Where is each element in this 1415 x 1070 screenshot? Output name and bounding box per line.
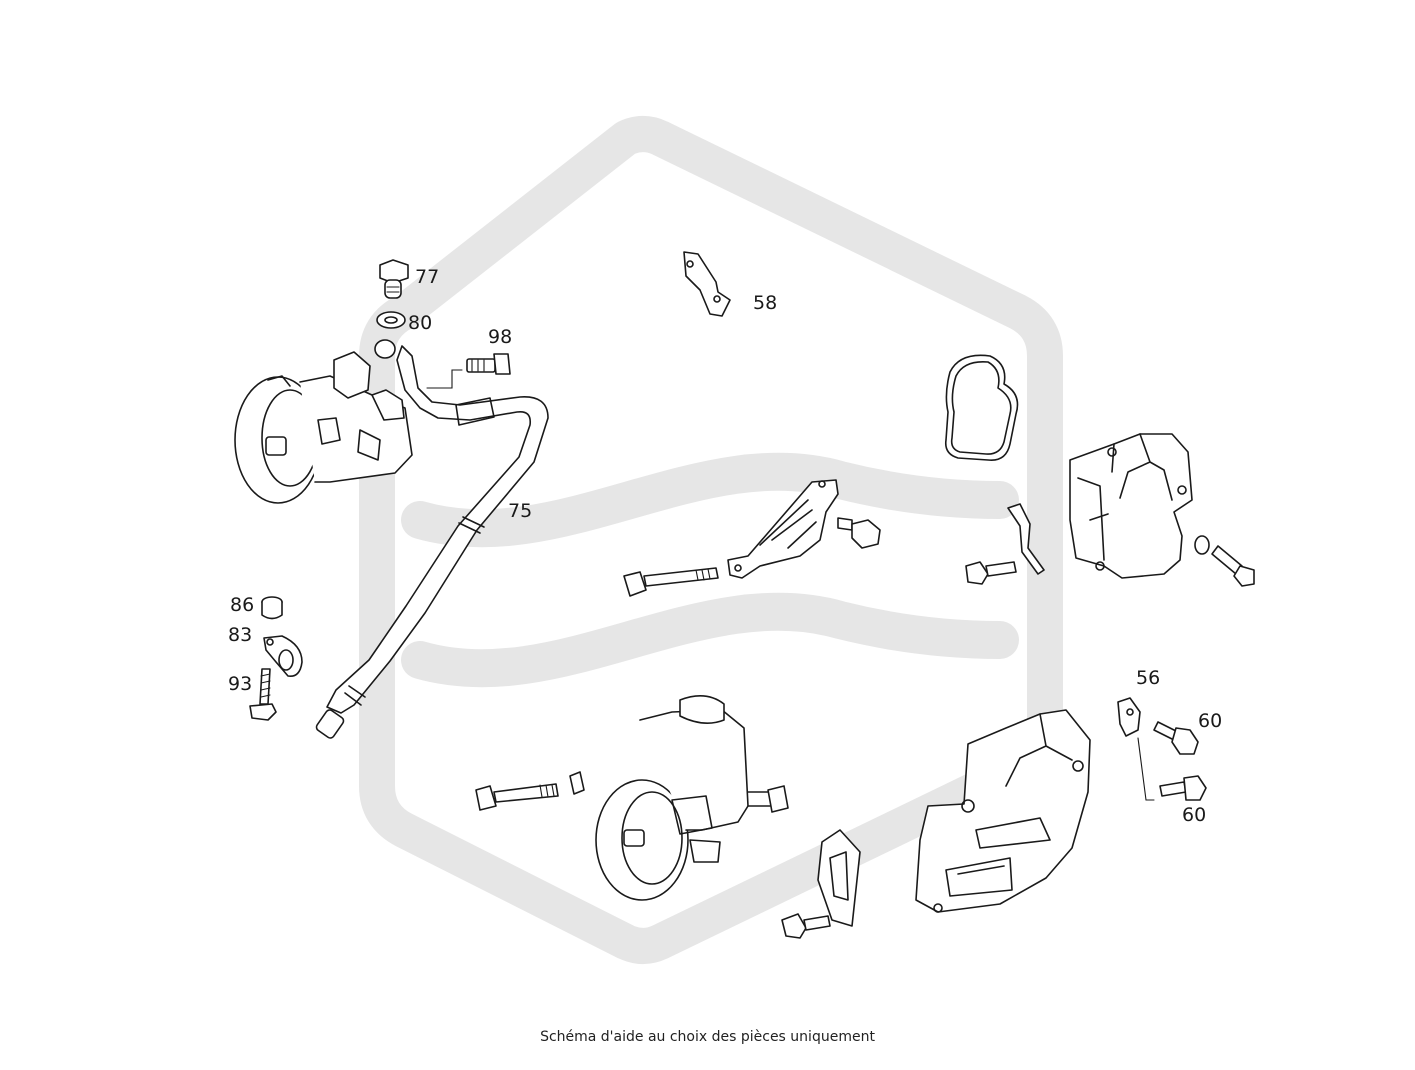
bolt-lower-center[interactable] bbox=[781, 913, 831, 939]
bolt-right-small[interactable] bbox=[965, 561, 1017, 585]
spacer-86[interactable] bbox=[261, 596, 283, 620]
bolt-right-long[interactable] bbox=[1194, 535, 1255, 587]
banjo-bolt-77[interactable] bbox=[379, 259, 409, 299]
nut-center[interactable] bbox=[837, 517, 881, 549]
callout-58: 58 bbox=[753, 292, 777, 314]
callout-86: 86 bbox=[230, 594, 254, 616]
clamp-83[interactable] bbox=[263, 635, 303, 678]
callout-80: 80 bbox=[408, 312, 432, 334]
callout-60-lower: 60 bbox=[1182, 804, 1206, 826]
bracket-upper-right[interactable] bbox=[1069, 433, 1193, 579]
callout-98: 98 bbox=[488, 326, 512, 348]
gasket-upper[interactable] bbox=[944, 354, 1019, 461]
clip-lower-left[interactable] bbox=[569, 771, 585, 795]
callout-60-upper: 60 bbox=[1198, 710, 1222, 732]
leader-60-bracket bbox=[1137, 737, 1155, 801]
callout-56: 56 bbox=[1136, 667, 1160, 689]
bolt-lower-left[interactable] bbox=[475, 783, 559, 811]
footer-caption: Schéma d'aide au choix des pièces unique… bbox=[540, 1029, 875, 1045]
pump-lower[interactable] bbox=[595, 695, 789, 901]
bolt-60-upper[interactable] bbox=[1153, 721, 1199, 755]
bolt-60-lower[interactable] bbox=[1159, 775, 1207, 801]
bracket-58[interactable] bbox=[683, 251, 731, 317]
clip-bracket-right[interactable] bbox=[1007, 503, 1045, 575]
mounting-bracket-center[interactable] bbox=[727, 479, 839, 579]
callout-77: 77 bbox=[415, 266, 439, 288]
callouts: 77 80 98 58 75 86 83 93 56 60 60 bbox=[228, 266, 1222, 826]
callout-83: 83 bbox=[228, 624, 252, 646]
washer-80[interactable] bbox=[376, 311, 406, 329]
bolt-98[interactable] bbox=[466, 353, 511, 375]
bolt-long-center[interactable] bbox=[623, 567, 719, 597]
bracket-56[interactable] bbox=[1117, 697, 1141, 737]
callout-93: 93 bbox=[228, 673, 252, 695]
gasket-lower[interactable] bbox=[817, 829, 861, 927]
callout-75: 75 bbox=[508, 500, 532, 522]
bracket-lower-right[interactable] bbox=[915, 709, 1091, 913]
bolt-93[interactable] bbox=[249, 668, 277, 721]
pressure-hose[interactable] bbox=[315, 339, 549, 740]
watermark-logo bbox=[359, 116, 1063, 964]
pump-upper[interactable] bbox=[234, 351, 413, 504]
